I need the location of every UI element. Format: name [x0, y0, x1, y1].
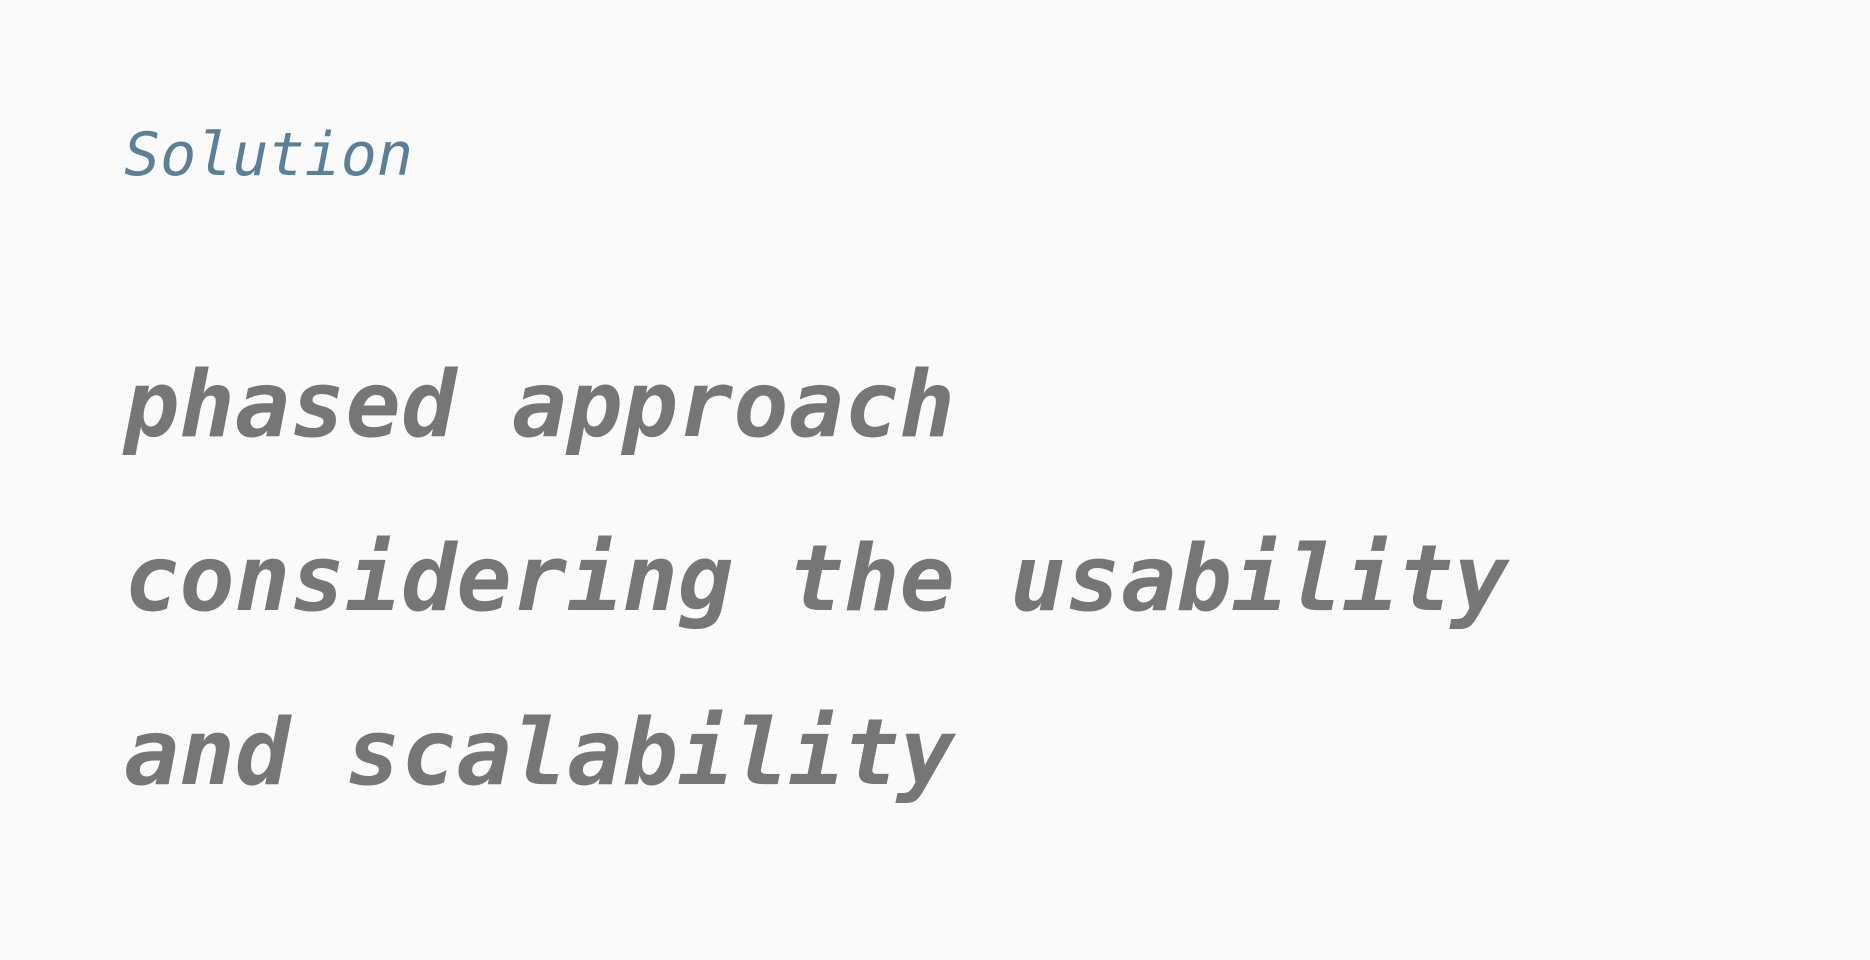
slide-kicker: Solution — [124, 120, 413, 190]
headline-line-2: considering the usability — [124, 525, 1509, 632]
slide-headline: phased approach considering the usabilit… — [124, 318, 1824, 840]
headline-line-1: phased approach — [124, 351, 955, 458]
headline-line-3: and scalability — [124, 699, 955, 806]
